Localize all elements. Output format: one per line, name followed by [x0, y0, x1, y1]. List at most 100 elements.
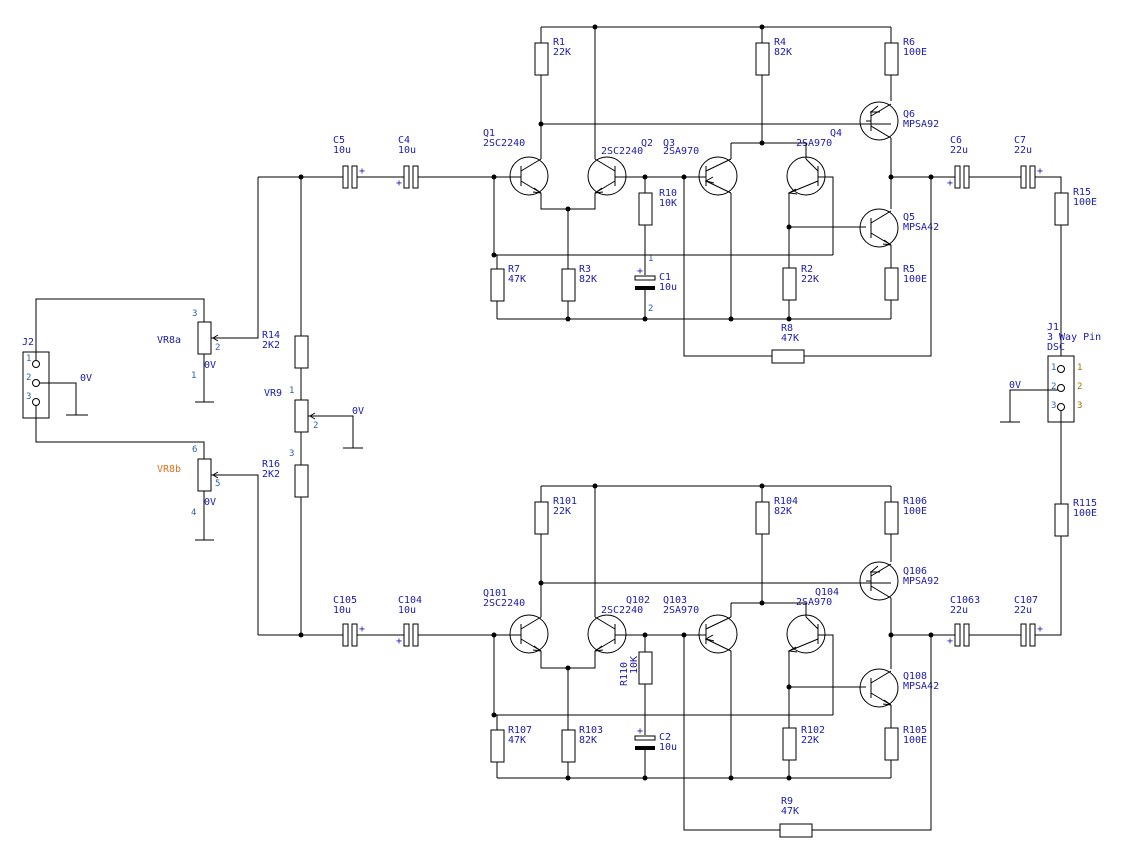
r6-value: 100E — [903, 47, 927, 58]
r115-ref: R115 — [1073, 498, 1097, 509]
q1-value: 2SC2240 — [483, 138, 525, 149]
r2-value: 22K — [801, 274, 819, 285]
c104-plus: + — [396, 636, 402, 647]
c2-plus: + — [637, 726, 643, 737]
c104-ref: C104 — [398, 595, 422, 606]
r7-value: 47K — [508, 274, 526, 285]
r9-value: 47K — [781, 806, 799, 817]
vr8a-pin-1: 1 — [191, 371, 196, 381]
r7-resistor — [490, 268, 505, 302]
r5-resistor — [884, 267, 899, 301]
c1-capacitor: C1 10u 1 2 + — [634, 254, 677, 314]
c1-pin-2: 2 — [648, 304, 653, 314]
q106-value: MPSA92 — [903, 576, 939, 587]
q108-ref: Q108 — [903, 671, 927, 682]
r107-ref: R107 — [508, 725, 532, 736]
q106-ref: Q106 — [903, 566, 927, 577]
r103-value: 82K — [579, 735, 597, 746]
q108-value: MPSA42 — [903, 681, 939, 692]
c105-capacitor: C105 10u + — [333, 595, 365, 647]
r104-ref: R104 — [774, 496, 798, 507]
vr9-pin-3: 3 — [289, 449, 294, 459]
c107-plus: + — [1037, 624, 1043, 635]
q3-ref: Q3 — [663, 138, 675, 149]
j2-pin-3: 3 — [26, 392, 31, 402]
vr8a-pin-3: 3 — [192, 309, 197, 319]
r104-resistor — [755, 501, 770, 535]
r14-ref: R14 — [262, 330, 280, 341]
c105-plus: + — [359, 624, 365, 635]
c7-plus: + — [1037, 166, 1043, 177]
vr8a-pin-2: 2 — [215, 343, 220, 353]
r9-resistor — [779, 823, 813, 838]
j1-pin-2-outer: 2 — [1077, 382, 1082, 392]
c6-value: 22u — [950, 145, 968, 156]
j1-ground-label: 0V — [1009, 380, 1021, 391]
c7-capacitor: C7 22u + — [1014, 135, 1043, 189]
c105-value: 10u — [333, 605, 351, 616]
c5-value: 10u — [333, 145, 351, 156]
r106-ref: R106 — [903, 496, 927, 507]
r8-value: 47K — [781, 333, 799, 344]
r16-ref: R16 — [262, 459, 280, 470]
r103-ref: R103 — [579, 725, 603, 736]
r106-value: 100E — [903, 506, 927, 517]
c107-capacitor: C107 22u + — [1014, 595, 1043, 647]
q1-ref: Q1 — [483, 128, 495, 139]
c4-ref: C4 — [398, 135, 410, 146]
r8-ref: R8 — [781, 323, 793, 334]
c107-ref: C107 — [1014, 595, 1038, 606]
q102-ref: Q102 — [626, 595, 650, 606]
j1-pin-1-outer: 1 — [1077, 363, 1082, 373]
c1063-plus: + — [947, 636, 953, 647]
r105-value: 100E — [903, 735, 927, 746]
vr8a-gnd: 0V — [204, 360, 216, 371]
q104-transistor: Q104 2SA970 — [786, 587, 839, 715]
j1-value2: DSC — [1047, 342, 1065, 353]
r105-resistor — [884, 727, 899, 761]
r6-ref: R6 — [903, 37, 915, 48]
r102-resistor — [782, 727, 797, 761]
c1063-capacitor: C1063 22u + — [947, 595, 980, 647]
vr8b-pin-5: 5 — [215, 479, 220, 489]
r104-value: 82K — [774, 506, 792, 517]
c6-ref: C6 — [950, 135, 962, 146]
j1-pin-1-inner: 1 — [1051, 363, 1056, 373]
q101-value: 2SC2240 — [483, 598, 525, 609]
j1-value: 3 Way Pin — [1047, 332, 1101, 343]
q6-ref: Q6 — [903, 109, 915, 120]
j1-pin-3-outer: 3 — [1077, 401, 1082, 411]
c5-plus: + — [359, 166, 365, 177]
r3-value: 82K — [579, 274, 597, 285]
r4-resistor — [755, 42, 770, 76]
q3-value: 2SA970 — [663, 146, 699, 157]
q101-ref: Q101 — [483, 588, 507, 599]
r103-resistor — [561, 729, 576, 763]
q4-transistor: Q4 2SA970 — [786, 128, 842, 255]
c7-ref: C7 — [1014, 135, 1026, 146]
q104-value: 2SA970 — [796, 597, 832, 608]
r8-resistor — [771, 349, 805, 364]
c107-value: 22u — [1014, 605, 1032, 616]
c7-value: 22u — [1014, 145, 1032, 156]
q4-value: 2SA970 — [796, 138, 832, 149]
q101-transistor: Q101 2SC2240 — [483, 588, 549, 654]
r6-resistor — [884, 42, 899, 76]
c1-ref: C1 — [659, 272, 671, 283]
c4-plus: + — [396, 178, 402, 189]
r3-resistor — [561, 268, 576, 302]
r101-resistor — [534, 501, 549, 535]
vr9-potentiometer: VR9 1 2 3 0V — [264, 386, 364, 459]
r14-resistor — [294, 335, 309, 369]
q104-ref: Q104 — [815, 587, 839, 598]
j2-ref: J2 — [22, 337, 34, 348]
c4-capacitor: C4 10u + — [396, 135, 419, 189]
q1-transistor: Q1 2SC2240 — [483, 128, 549, 196]
r15-value: 100E — [1073, 197, 1097, 208]
c1063-ref: C1063 — [950, 595, 980, 606]
r105-ref: R105 — [903, 725, 927, 736]
c5-ref: C5 — [333, 135, 345, 146]
vr8b-ref: VR8b — [157, 464, 181, 475]
q103-transistor: Q103 2SA970 — [663, 595, 738, 654]
r4-value: 82K — [774, 47, 792, 58]
